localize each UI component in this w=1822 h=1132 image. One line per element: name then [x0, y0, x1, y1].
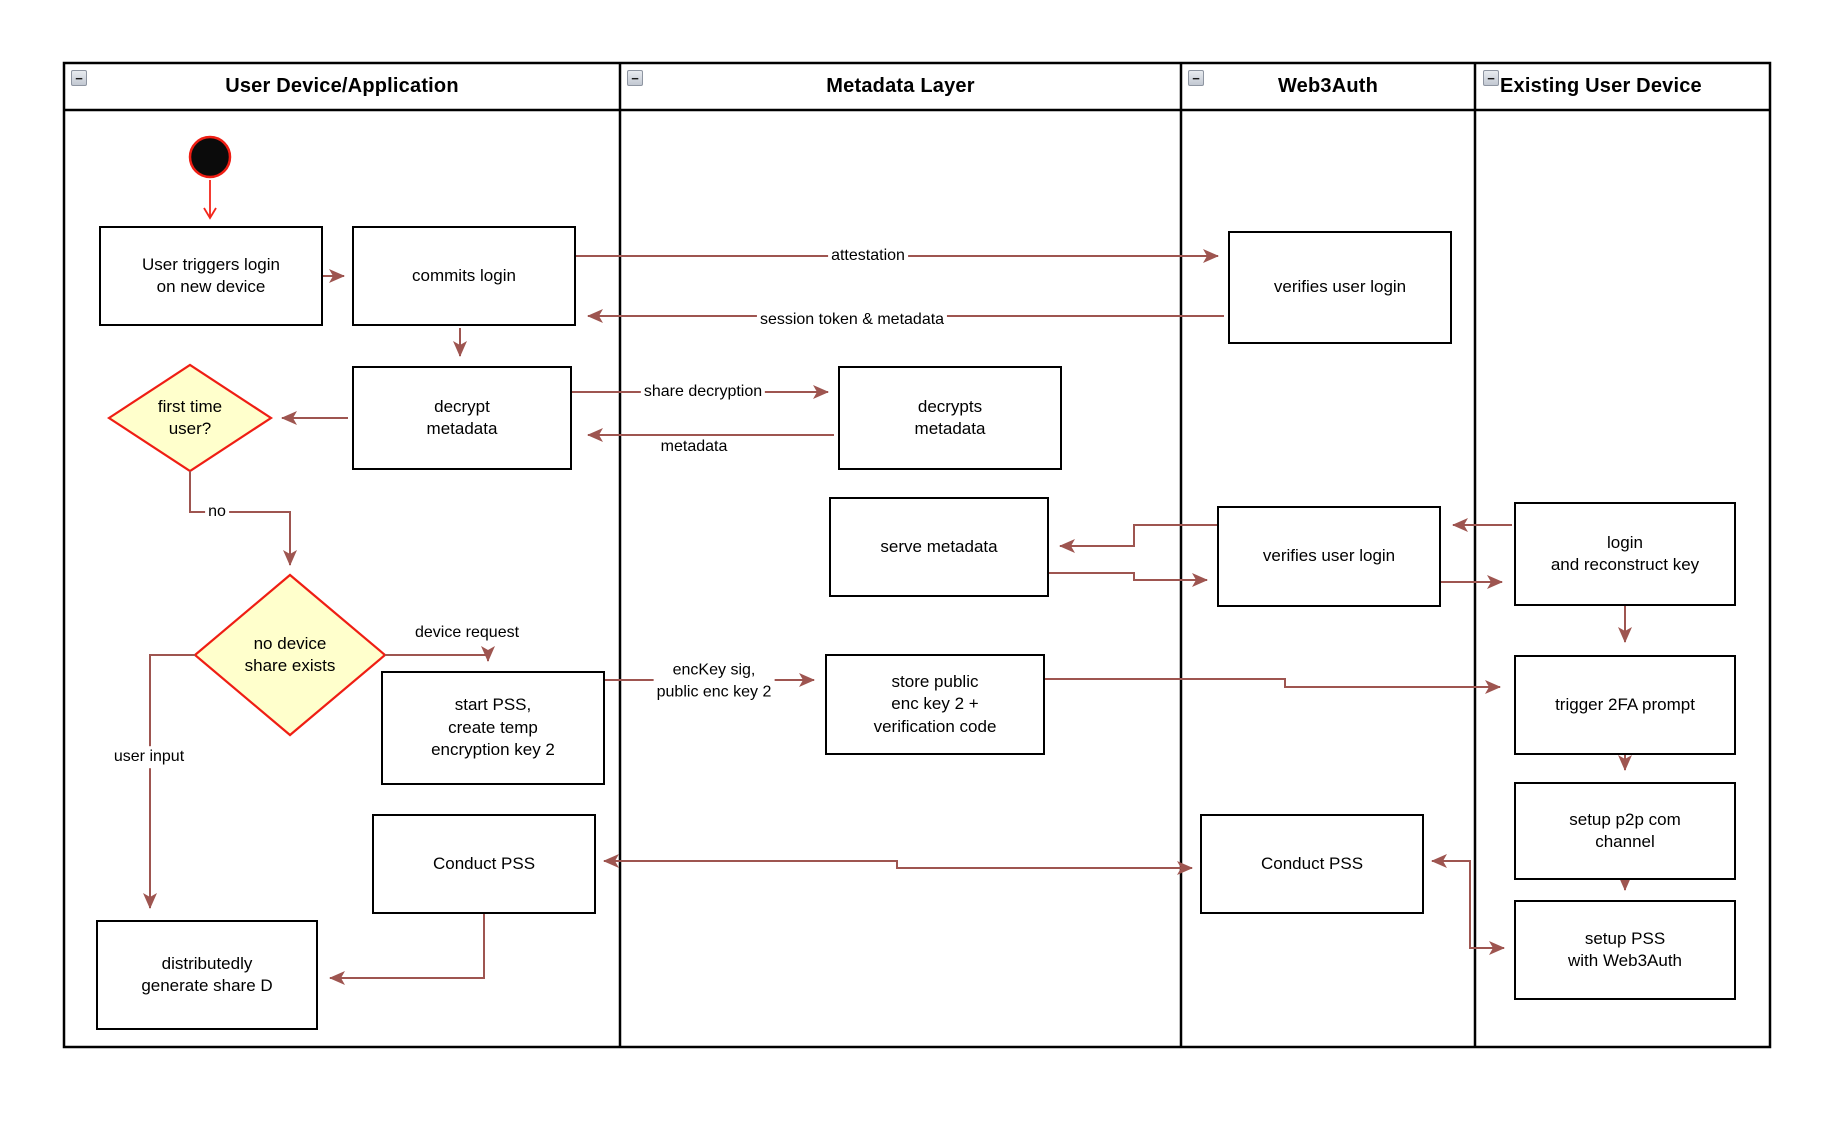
node-distributedly-generate-share[interactable]: distributedly generate share D: [96, 920, 318, 1030]
edge-verifies-to-serve: [1059, 524, 1217, 553]
node-conduct-pss-left[interactable]: Conduct PSS: [372, 814, 596, 914]
edge-store-to-2fa: [1045, 678, 1501, 694]
node-verifies-user-login-top[interactable]: verifies user login: [1228, 231, 1452, 344]
collapse-icon-lane-2[interactable]: −: [627, 70, 643, 86]
edge-device-request: [385, 646, 495, 662]
lane-title-existing-user-device: Existing User Device: [1500, 75, 1702, 97]
collapse-icon-lane-1[interactable]: −: [71, 70, 87, 86]
node-trigger-2fa[interactable]: trigger 2FA prompt: [1514, 655, 1736, 755]
node-store-public-enc-key[interactable]: store public enc key 2 + verification co…: [825, 654, 1045, 755]
edge-conduct-to-distgen: [329, 914, 485, 985]
node-user-triggers-login[interactable]: User triggers login on new device: [99, 226, 323, 326]
edge-label-metadata: metadata: [657, 436, 731, 458]
edge-label-enckey: encKey sig, public enc key 2: [653, 659, 775, 703]
start-node[interactable]: [188, 135, 232, 179]
node-setup-pss[interactable]: setup PSS with Web3Auth: [1514, 900, 1736, 1000]
node-setup-p2p[interactable]: setup p2p com channel: [1514, 782, 1736, 880]
lane-title-metadata-layer: Metadata Layer: [826, 75, 975, 97]
edge-label-session-token: session token & metadata: [756, 309, 948, 331]
label-no-device-share: no device share exists: [244, 633, 336, 675]
node-decrypt-metadata[interactable]: decrypt metadata: [352, 366, 572, 470]
edge-label-no: no: [205, 501, 229, 523]
node-conduct-pss-right[interactable]: Conduct PSS: [1200, 814, 1424, 914]
edge-no-branch: [189, 471, 297, 566]
edge-serve-to-verifies: [1049, 572, 1208, 587]
node-start-pss[interactable]: start PSS, create temp encryption key 2: [381, 671, 605, 785]
edge-conduct-setup-pss-link: [1431, 854, 1505, 955]
decision-first-time-user[interactable]: [106, 363, 274, 473]
edge-label-user-input: user input: [110, 746, 188, 768]
edge-label-share-decryption: share decryption: [640, 381, 766, 403]
lane-title-user-device: User Device/Application: [225, 75, 459, 97]
node-serve-metadata[interactable]: serve metadata: [829, 497, 1049, 597]
lane-title-web3auth: Web3Auth: [1277, 75, 1379, 97]
edge-label-device-request: device request: [411, 622, 523, 644]
edge-conduct-pss-link: [603, 854, 1193, 875]
label-first-time-user: first time user?: [157, 396, 223, 438]
node-commits-login[interactable]: commits login: [352, 226, 576, 326]
collapse-icon-lane-3[interactable]: −: [1188, 70, 1204, 86]
node-decrypts-metadata[interactable]: decrypts metadata: [838, 366, 1062, 470]
collapse-icon-lane-4[interactable]: −: [1483, 70, 1499, 86]
node-verifies-user-login-mid[interactable]: verifies user login: [1217, 506, 1441, 607]
swimlane-frame: [62, 61, 1772, 1049]
edge-label-attestation: attestation: [828, 245, 908, 267]
edge-user-input: [143, 654, 195, 909]
node-login-reconstruct-key[interactable]: login and reconstruct key: [1514, 502, 1736, 606]
